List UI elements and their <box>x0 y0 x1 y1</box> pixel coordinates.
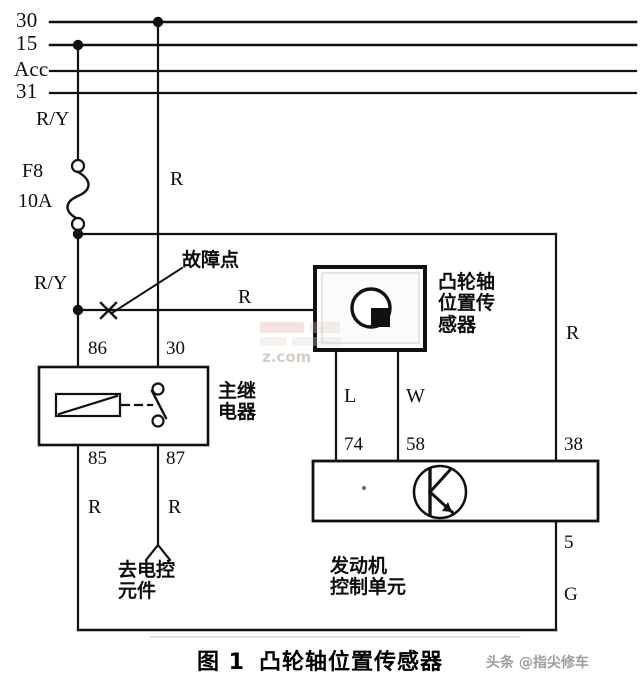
wire-label-sensor-feed-r: R <box>238 286 252 308</box>
hall-element-upper-arm <box>427 467 453 495</box>
fuse-squiggle-icon <box>66 170 90 221</box>
bus-label-15: 15 <box>16 31 38 55</box>
hall-element-icon <box>412 464 468 520</box>
figure-number: 图 1 <box>197 650 245 675</box>
junction-dot-bus30 <box>152 16 164 28</box>
source-watermark: 头条 @指尖修车 <box>486 655 589 671</box>
fault-point-label: 故障点 <box>182 249 240 271</box>
wire-label-85-r: R <box>88 496 102 518</box>
wire-label-87-r: R <box>168 496 182 518</box>
ecu-pin-5-label: 5 <box>564 532 574 553</box>
relay-pin-86-label: 86 <box>88 338 107 359</box>
relay-pin-87-label: 87 <box>166 448 185 469</box>
load-connector-icon <box>144 543 172 562</box>
load-destination-label: 去电控 元件 <box>118 559 176 603</box>
fuse-designation-label: F8 <box>22 160 44 182</box>
junction-dot-sensor-feed <box>72 304 84 316</box>
figure-caption: 图 1 凸轮轴位置传感器 <box>0 644 640 676</box>
figure-title: 凸轮轴位置传感器 <box>258 650 443 675</box>
camshaft-sensor-label: 凸轮轴 位置传 感器 <box>438 271 496 336</box>
fuse-terminal-top <box>70 158 86 174</box>
ecu-dot-left <box>362 486 366 490</box>
wire-label-ry-top: R/Y <box>36 108 70 130</box>
bus-label-30: 30 <box>16 8 38 32</box>
relay-switch-blade-icon <box>150 389 168 420</box>
wire-label-center-r: R <box>170 168 184 190</box>
fault-point-marker <box>99 301 118 320</box>
relay-pin-85-label: 85 <box>88 448 107 469</box>
hall-element-arrowhead <box>442 502 452 512</box>
ecu-pin-74-label: 74 <box>344 434 363 455</box>
fault-leader-line <box>110 266 184 315</box>
main-relay-label: 主继 电器 <box>218 380 257 424</box>
fuse-rating-label: 10A <box>18 190 53 212</box>
center-watermark-text: z.com <box>262 348 312 366</box>
wire-label-sensor-l: L <box>344 385 357 407</box>
wire-label-sensor-w: W <box>406 385 425 407</box>
bus-label-acc: Acc <box>14 57 49 81</box>
relay-contact-bottom <box>151 414 165 428</box>
ecu-pin-58-label: 58 <box>406 434 425 455</box>
wire-label-right-r: R <box>566 322 580 344</box>
relay-contact-top <box>151 382 165 396</box>
wire-label-ry-lower: R/Y <box>34 272 68 294</box>
junction-dot-bus15 <box>72 39 84 51</box>
engine-control-unit-label: 发动机 控制单元 <box>330 555 407 599</box>
fuse-terminal-bottom <box>70 216 86 232</box>
bus-label-31: 31 <box>16 79 38 103</box>
ecu-ground-label: G <box>564 584 578 605</box>
hall-sensor-quadrant-clip <box>371 308 388 325</box>
relay-coil-diagonal <box>57 394 119 416</box>
relay-pin-30-label: 30 <box>166 338 185 359</box>
ecu-pin-38-label: 38 <box>564 434 583 455</box>
junction-dot-fuse-out <box>72 228 84 240</box>
